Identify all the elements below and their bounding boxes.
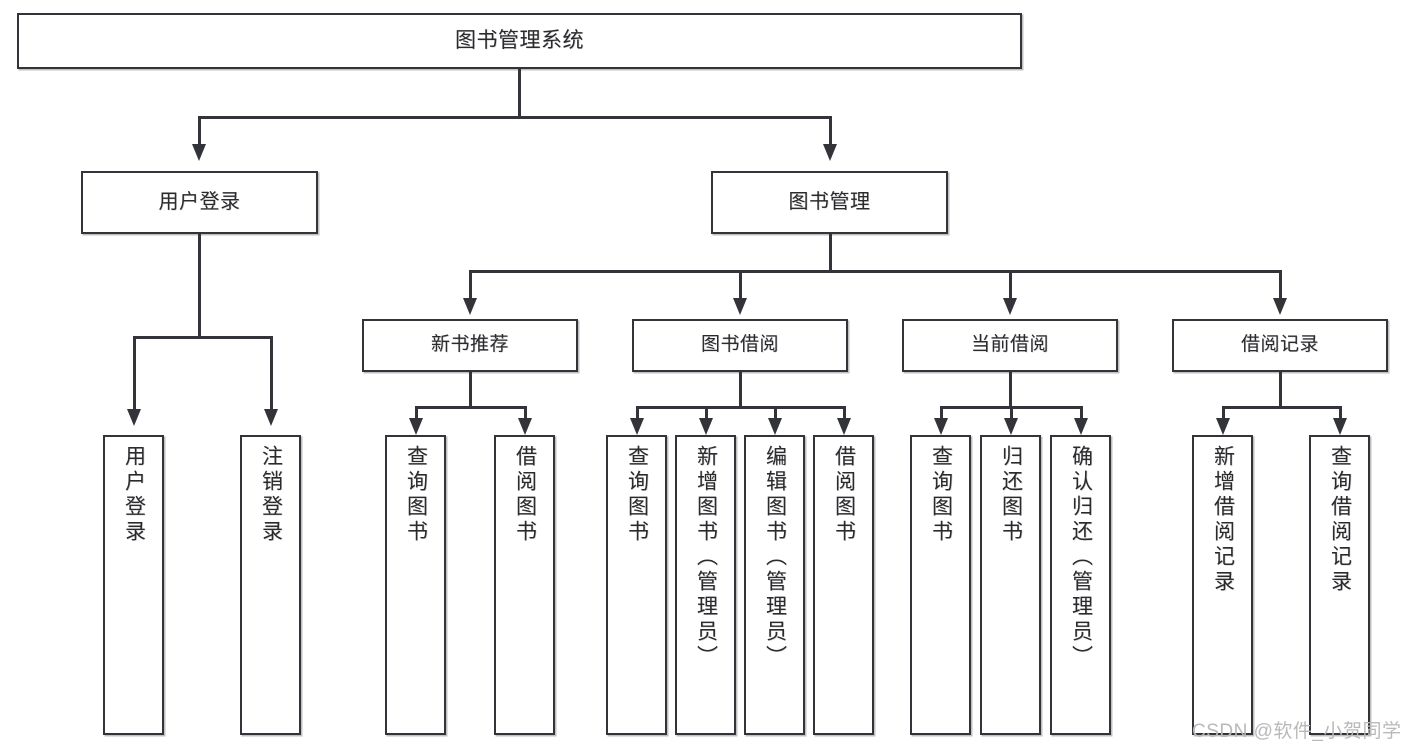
connector-new-book-stem — [469, 372, 472, 408]
node-label: 图书借阅 — [700, 334, 779, 356]
node-book-management[interactable]: 图书管理 — [711, 171, 948, 234]
arrow-leaf-u2 — [264, 409, 278, 426]
node-label: 确认归还（管理员） — [1069, 445, 1093, 670]
arrow-leaf-c1 — [934, 418, 948, 435]
connector-drop-leaf-u2 — [270, 336, 273, 410]
arrow-book-mgmt — [823, 144, 837, 161]
node-new-book-recommend[interactable]: 新书推荐 — [362, 319, 578, 372]
node-label: 图书管理系统 — [455, 28, 584, 52]
connector-drop-leaf-b1 — [636, 406, 639, 420]
arrow-user-login — [192, 144, 206, 161]
node-label: 查询借阅记录 — [1328, 445, 1352, 595]
leaf-add-book-admin[interactable]: 新增图书（管理员） — [675, 435, 736, 735]
connector-drop-leaf-n2 — [524, 406, 527, 420]
arrow-leaf-r2 — [1333, 418, 1347, 435]
arrow-leaf-b2 — [699, 418, 713, 435]
node-label: 借阅图书 — [832, 445, 856, 545]
node-label: 编辑图书（管理员） — [763, 445, 787, 670]
leaf-borrow-book-new[interactable]: 借阅图书 — [494, 435, 555, 735]
connector-drop-leaf-b3 — [774, 406, 777, 420]
connector-user-login-stem — [198, 234, 201, 338]
arrow-leaf-u1 — [127, 409, 141, 426]
connector-borrow-record-bus — [1222, 406, 1339, 409]
node-label: 新增借阅记录 — [1211, 445, 1235, 595]
node-label: 用户登录 — [158, 190, 241, 213]
node-book-borrow[interactable]: 图书借阅 — [632, 319, 848, 372]
arrow-leaf-n2 — [518, 418, 532, 435]
connector-root-stem — [518, 69, 521, 117]
leaf-logout[interactable]: 注销登录 — [240, 435, 301, 735]
node-label: 图书管理 — [788, 190, 871, 213]
node-user-login[interactable]: 用户登录 — [81, 171, 318, 234]
connector-drop-new-book — [469, 270, 472, 299]
node-label: 用户登录 — [122, 445, 146, 545]
node-label: 新增图书（管理员） — [694, 445, 718, 670]
connector-drop-current-borrow — [1009, 270, 1012, 299]
leaf-confirm-return-admin[interactable]: 确认归还（管理员） — [1050, 435, 1111, 735]
connector-drop-book-borrow — [739, 270, 742, 299]
connector-book-borrow-bus — [636, 406, 844, 409]
leaf-query-borrow-record[interactable]: 查询借阅记录 — [1309, 435, 1370, 735]
csdn-watermark: CSDN @软件_小贺同学 — [1192, 721, 1402, 742]
arrow-book-borrow — [733, 298, 747, 315]
arrow-current-borrow — [1003, 298, 1017, 315]
leaf-edit-book-admin[interactable]: 编辑图书（管理员） — [744, 435, 805, 735]
connector-level2-bus — [469, 270, 1279, 273]
node-root-system[interactable]: 图书管理系统 — [17, 13, 1022, 69]
leaf-borrow-book[interactable]: 借阅图书 — [813, 435, 874, 735]
leaf-user-login[interactable]: 用户登录 — [103, 435, 164, 735]
connector-drop-borrow-record — [1279, 270, 1282, 299]
connector-borrow-record-stem — [1279, 372, 1282, 408]
connector-book-borrow-stem — [739, 372, 742, 408]
arrow-leaf-b4 — [837, 418, 851, 435]
leaf-query-book-current[interactable]: 查询图书 — [910, 435, 971, 735]
connector-drop-leaf-c1 — [940, 406, 943, 420]
arrow-leaf-c3 — [1074, 418, 1088, 435]
arrow-leaf-b3 — [768, 418, 782, 435]
connector-book-mgmt-stem — [829, 234, 832, 272]
connector-drop-leaf-r1 — [1222, 406, 1225, 420]
node-label: 新书推荐 — [430, 334, 509, 356]
node-label: 借阅记录 — [1240, 334, 1319, 356]
leaf-add-borrow-record[interactable]: 新增借阅记录 — [1192, 435, 1253, 735]
node-label: 当前借阅 — [970, 334, 1049, 356]
node-label: 借阅图书 — [513, 445, 537, 545]
connector-drop-leaf-r2 — [1339, 406, 1342, 420]
leaf-query-book-borrow[interactable]: 查询图书 — [606, 435, 667, 735]
node-label: 查询图书 — [929, 445, 953, 545]
arrow-leaf-b1 — [630, 418, 644, 435]
connector-current-borrow-stem — [1009, 372, 1012, 408]
arrow-leaf-c2 — [1004, 418, 1018, 435]
connector-drop-leaf-c3 — [1080, 406, 1083, 420]
node-current-borrow[interactable]: 当前借阅 — [902, 319, 1118, 372]
node-borrow-record[interactable]: 借阅记录 — [1172, 319, 1388, 372]
connector-drop-leaf-b2 — [705, 406, 708, 420]
connector-level1-bus — [198, 116, 831, 119]
connector-drop-leaf-u1 — [133, 336, 136, 410]
leaf-return-book[interactable]: 归还图书 — [980, 435, 1041, 735]
node-label: 注销登录 — [259, 445, 283, 545]
connector-drop-leaf-b4 — [843, 406, 846, 420]
arrow-borrow-record — [1273, 298, 1287, 315]
connector-drop-leaf-c2 — [1010, 406, 1013, 420]
node-label: 查询图书 — [625, 445, 649, 545]
arrow-leaf-n1 — [409, 418, 423, 435]
connector-drop-book-mgmt — [829, 116, 832, 145]
node-label: 归还图书 — [999, 445, 1023, 545]
arrow-new-book — [463, 298, 477, 315]
connector-drop-leaf-n1 — [415, 406, 418, 420]
leaf-query-book-new[interactable]: 查询图书 — [385, 435, 446, 735]
arrow-leaf-r1 — [1216, 418, 1230, 435]
connector-new-book-bus — [415, 406, 524, 409]
connector-drop-user-login — [198, 116, 201, 145]
node-label: 查询图书 — [404, 445, 428, 545]
connector-user-login-bus — [133, 336, 270, 339]
